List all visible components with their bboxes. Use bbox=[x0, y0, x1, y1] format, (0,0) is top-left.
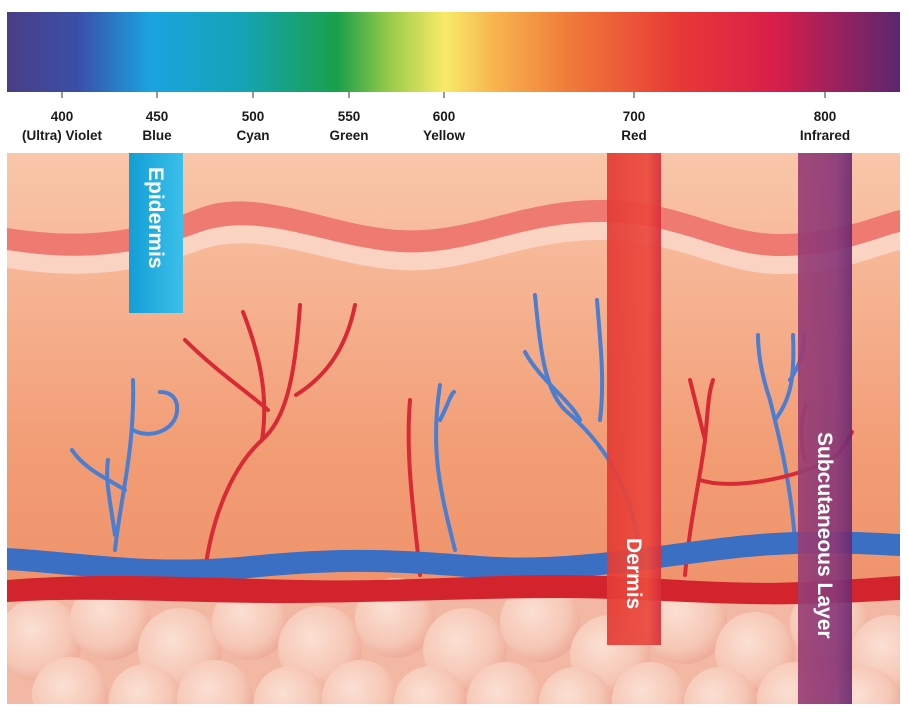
tick-value-700: 700 bbox=[623, 109, 646, 124]
tick-value-450: 450 bbox=[146, 109, 169, 124]
vein-branch bbox=[70, 448, 127, 492]
vein-branch bbox=[438, 390, 456, 422]
tick-label-green: Green bbox=[329, 128, 368, 143]
artery-branch bbox=[183, 338, 270, 412]
fat-cell bbox=[254, 666, 326, 704]
infrared-light-beam bbox=[798, 153, 852, 704]
large-artery bbox=[7, 575, 900, 605]
fat-cell bbox=[394, 666, 466, 704]
tick-label-ultraviolet: (Ultra) Violet bbox=[22, 128, 103, 143]
vein-branch bbox=[434, 383, 457, 552]
vein-branch bbox=[523, 350, 582, 422]
fat-cell bbox=[177, 660, 253, 704]
fat-cell bbox=[500, 582, 580, 662]
vein-branch bbox=[131, 390, 180, 436]
tick-label-yellow: Yellow bbox=[423, 128, 466, 143]
subcutaneous-layer-label: Subcutaneous Layer bbox=[813, 432, 836, 639]
vein-branch bbox=[773, 333, 796, 422]
fat-cell bbox=[539, 667, 611, 704]
dermis-label: Dermis bbox=[622, 538, 645, 609]
large-vein bbox=[7, 531, 900, 582]
red-light-beam bbox=[607, 153, 661, 645]
fat-cell bbox=[467, 662, 543, 704]
fat-cell bbox=[322, 660, 398, 704]
vein-branch bbox=[113, 378, 136, 552]
tick-value-800: 800 bbox=[814, 109, 837, 124]
vein-branch bbox=[595, 298, 605, 422]
subcutaneous-fat bbox=[7, 578, 900, 704]
tick-value-550: 550 bbox=[338, 109, 361, 124]
vein-branch bbox=[756, 333, 797, 542]
epidermis-label: Epidermis bbox=[144, 167, 167, 269]
epidermis-light-band bbox=[7, 222, 900, 274]
artery-branch bbox=[683, 378, 715, 577]
epidermis-band bbox=[7, 200, 900, 256]
tick-label-cyan: Cyan bbox=[236, 128, 269, 143]
artery-branch bbox=[688, 378, 707, 442]
vein-branch bbox=[105, 458, 117, 537]
tick-value-400: 400 bbox=[51, 109, 74, 124]
fat-cell bbox=[612, 662, 688, 704]
tick-value-600: 600 bbox=[433, 109, 456, 124]
tick-label-blue: Blue bbox=[142, 128, 172, 143]
skin-cross-section bbox=[7, 153, 900, 704]
light-beams: Epidermis Dermis Subcutaneous Layer bbox=[129, 153, 852, 704]
tick-label-red: Red bbox=[621, 128, 647, 143]
spectrum-axis: 400 (Ultra) Violet 450 Blue 500 Cyan 550… bbox=[22, 92, 850, 143]
tick-label-infrared: Infrared bbox=[800, 128, 850, 143]
fat-cell bbox=[109, 664, 181, 704]
artery-branch bbox=[241, 310, 267, 442]
blue-light-beam bbox=[129, 153, 183, 313]
fat-cell bbox=[684, 667, 756, 704]
fat-cell bbox=[32, 657, 108, 704]
spectrum-bar bbox=[7, 12, 900, 92]
artery-branch bbox=[294, 303, 357, 397]
tick-value-500: 500 bbox=[242, 109, 265, 124]
